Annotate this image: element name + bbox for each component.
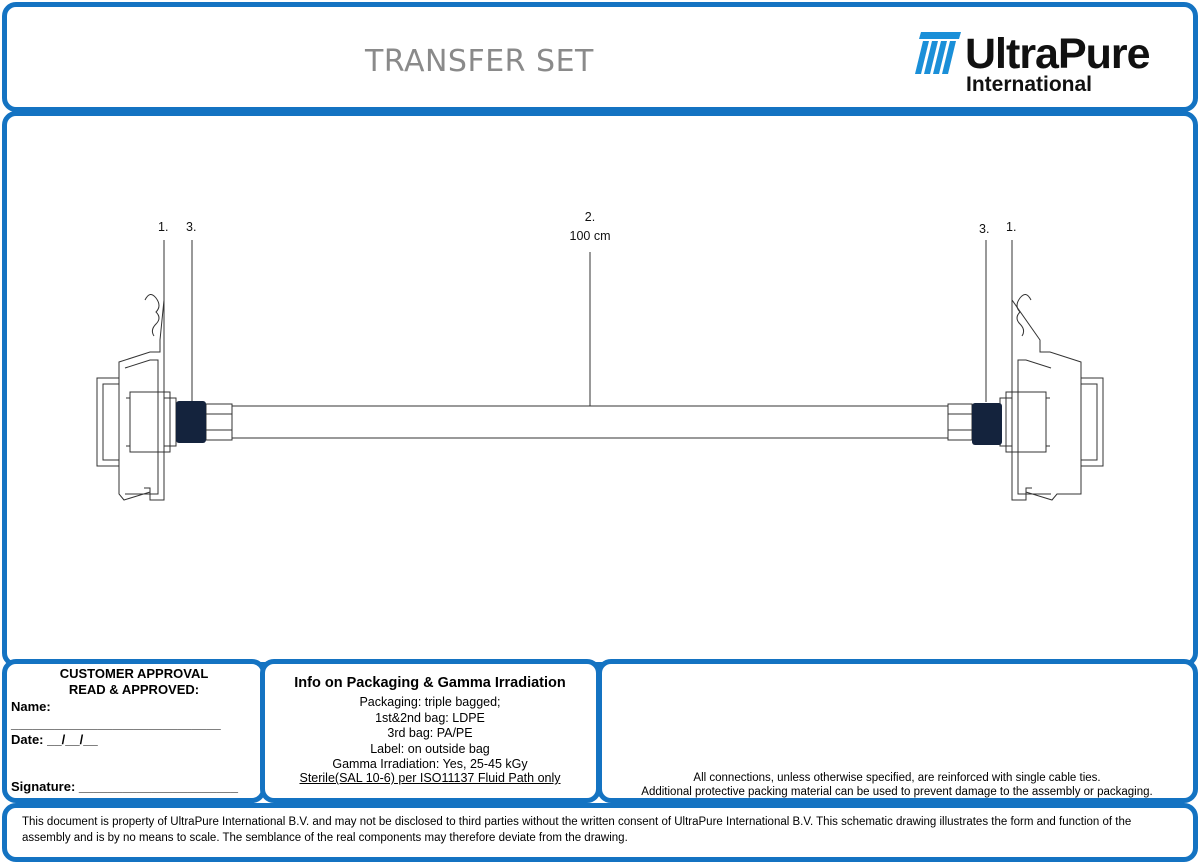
packaging-line: 3rd bag: PA/PE (387, 726, 473, 740)
packaging-line: Gamma Irradiation: Yes, 25-45 kGy (332, 757, 528, 771)
footer-panel (2, 803, 1198, 862)
left-tri-clamp-connector (96, 294, 233, 501)
signature-field[interactable]: Signature: ______________________ (11, 779, 238, 794)
header-panel (2, 2, 1198, 112)
packaging-title: Info on Packaging & Gamma Irradiation (294, 675, 566, 691)
right-cable-tie-clamp (972, 403, 1002, 445)
left-cable-tie-clamp (176, 401, 206, 443)
packaging-line: 1st&2nd bag: LDPE (375, 710, 485, 725)
footer-disclaimer: This document is property of UltraPure I… (22, 816, 1132, 844)
date-field[interactable]: Date: __/__/__ (11, 732, 98, 747)
logo-name: UltraPure (965, 30, 1151, 78)
label-tubing-number: 2. (585, 210, 595, 224)
transfer-set-drawing: 1. 3. 2. 100 cm 3. 1. (96, 210, 1104, 501)
label-left-connector: 1. (158, 220, 168, 234)
packaging-line: Packaging: triple bagged; (359, 695, 501, 709)
document-title: TRANSFER SET (365, 44, 594, 79)
right-tri-clamp-connector (947, 294, 1104, 501)
packaging-line: Label: on outside bag (370, 741, 490, 756)
tubing (231, 405, 949, 439)
approval-title-line1: CUSTOMER APPROVAL (59, 666, 209, 681)
name-label: Name: (11, 699, 51, 714)
name-field-line[interactable]: _____________________________ (11, 716, 221, 731)
label-left-clamp: 3. (186, 220, 196, 234)
ultrapure-logo-mark-icon (915, 32, 961, 74)
drawing-panel (2, 111, 1198, 667)
notes-panel (597, 659, 1198, 803)
logo-subtitle: International (966, 73, 1093, 96)
approval-title: CUSTOMER APPROVAL READ & APPROVED: (0, 666, 268, 698)
company-logo: UltraPure International (915, 30, 1175, 96)
label-right-connector: 1. (1006, 220, 1016, 234)
customer-approval-panel (2, 659, 266, 803)
note-protective-packing: Additional protective packing material c… (641, 786, 1153, 798)
label-right-clamp: 3. (979, 222, 989, 236)
approval-title-line2: READ & APPROVED: (68, 682, 200, 697)
note-cable-ties: All connections, unless otherwise specif… (693, 772, 1101, 784)
sterility-statement: Sterile(SAL 10-6) per ISO11137 Fluid Pat… (299, 771, 561, 785)
label-tubing-length: 100 cm (570, 229, 611, 243)
